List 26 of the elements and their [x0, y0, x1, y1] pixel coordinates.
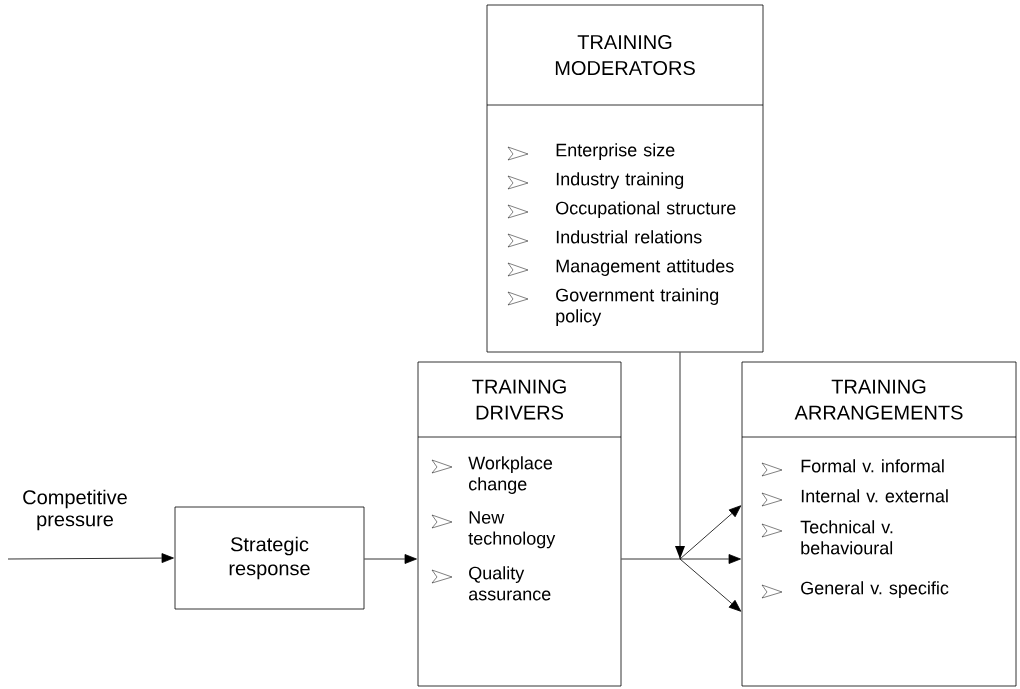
arrow: [675, 352, 742, 560]
list-item: Quality assurance: [431, 566, 551, 601]
box-heading: TRAINING MODERATORS: [555, 34, 695, 76]
list-box: [741, 361, 1017, 687]
list-item: Occupational structure: [507, 201, 736, 219]
process-box: Strategic response: [174, 506, 365, 610]
list-item: Industrial relations: [507, 230, 702, 248]
list-item: Government training policy: [507, 288, 719, 326]
list-item: New technology: [431, 511, 556, 549]
arrow: [7, 553, 174, 563]
list-box: [486, 4, 764, 353]
box-heading: TRAINING ARRANGEMENTS: [794, 379, 963, 420]
arrow: [364, 554, 417, 564]
list-box: [417, 361, 622, 687]
list-item: Enterprise size: [507, 143, 675, 161]
list-item: Industry training: [507, 172, 684, 190]
edge-label: Competitive pressure: [23, 489, 127, 531]
list-item: Technical v. behavioural: [761, 520, 893, 555]
arrow: [621, 554, 741, 564]
list-item: General v. specific: [761, 581, 949, 599]
box-heading: TRAINING DRIVERS: [472, 379, 566, 420]
list-item: Management attitudes: [507, 259, 734, 277]
list-item: Formal v. informal: [761, 459, 944, 477]
list-item: Workplace change: [431, 456, 553, 494]
list-item: Internal v. external: [761, 489, 948, 507]
fan-arrows: [679, 558, 742, 612]
